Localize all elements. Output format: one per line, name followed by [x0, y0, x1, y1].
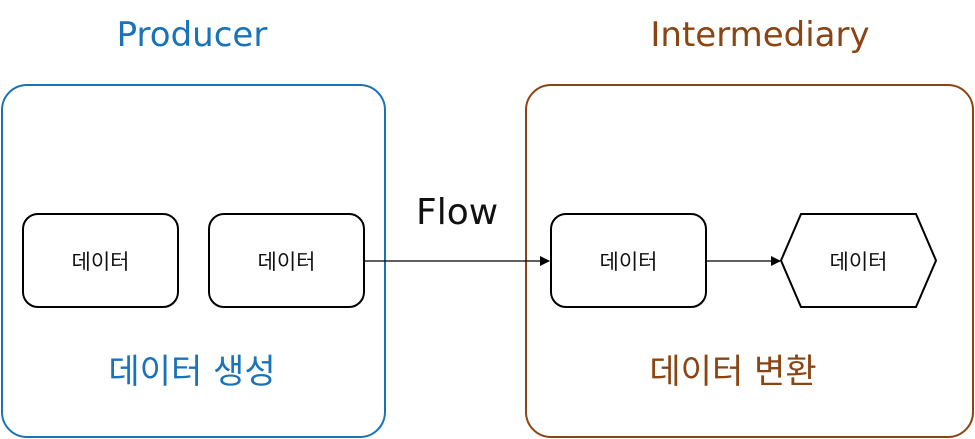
- producer-title: Producer: [116, 15, 268, 55]
- producer-data-node-2[interactable]: 데이터: [208, 213, 365, 308]
- intermediary-title: Intermediary: [650, 15, 870, 55]
- producer-caption: 데이터 생성: [108, 352, 276, 392]
- producer-data-node-1[interactable]: 데이터: [22, 213, 179, 308]
- intermediary-data-node[interactable]: 데이터: [550, 213, 707, 308]
- hexagon-node-label: 데이터: [829, 249, 888, 274]
- intermediary-hexagon-node[interactable]: 데이터: [780, 213, 937, 308]
- hexagon-shape: [780, 213, 937, 308]
- flow-label: Flow: [416, 192, 499, 233]
- intermediary-caption: 데이터 변환: [649, 352, 817, 392]
